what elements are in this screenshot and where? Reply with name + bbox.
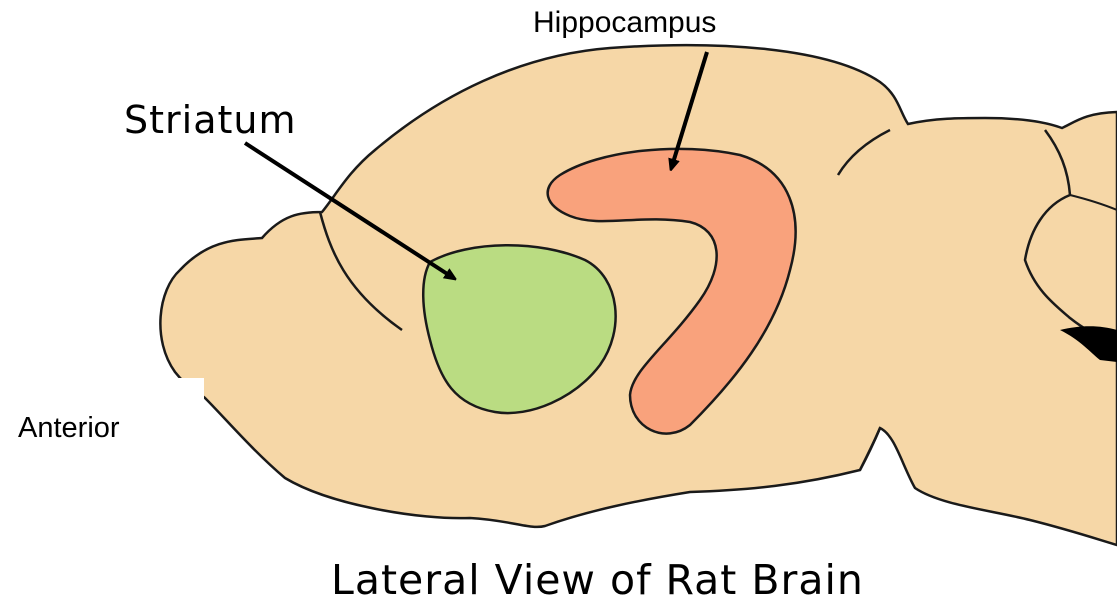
anterior-label: Anterior	[18, 412, 120, 445]
striatum-label: Striatum	[124, 98, 297, 142]
hippocampus-label: Hippocampus	[533, 6, 716, 40]
brain-outline	[160, 45, 1117, 545]
anterior-notch	[160, 378, 204, 428]
diagram-caption: Lateral View of Rat Brain	[331, 556, 864, 604]
